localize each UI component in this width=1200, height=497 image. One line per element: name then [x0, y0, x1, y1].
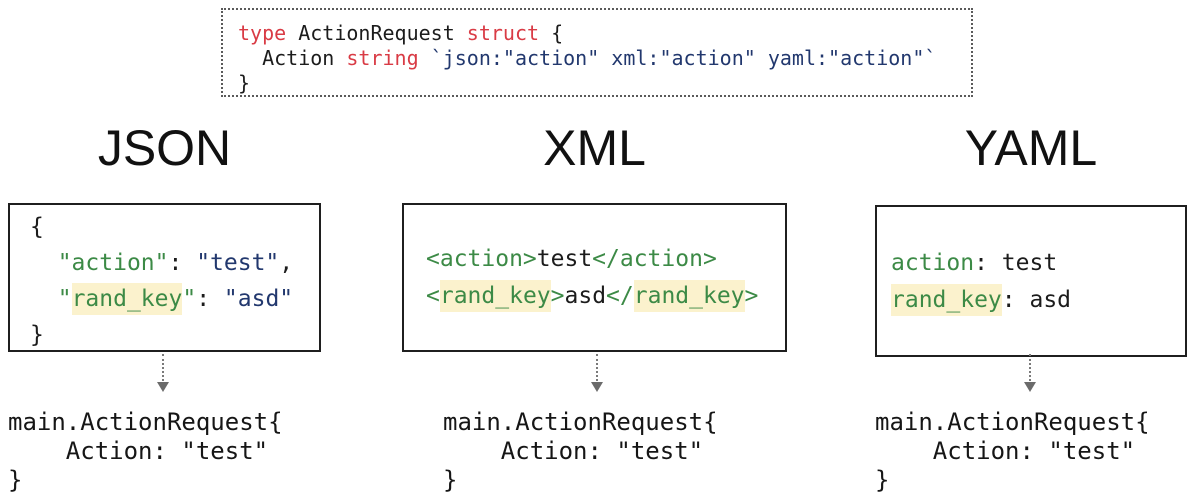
result-line: } — [875, 466, 890, 494]
arrow-head-icon — [157, 382, 169, 392]
token-colon: : — [168, 250, 197, 276]
code-line: <action>test</action> — [426, 241, 785, 278]
token-value-asd: : asd — [1001, 287, 1072, 313]
token-quote: " — [182, 286, 197, 312]
token-open-tag-action: <action> — [426, 246, 537, 272]
struct-definition-box: type ActionRequest struct { Action strin… — [221, 8, 973, 97]
xml-example-code: <action>test</action> <rand_key>asd</ran… — [404, 205, 785, 315]
token-key-action: "action" — [57, 250, 169, 276]
token-key-action: action — [891, 250, 975, 276]
token-quote: " — [57, 286, 72, 312]
json-example-code: { "action": "test", "rand_key": "asd" } — [10, 205, 319, 353]
column-heading-xml: XML — [543, 120, 646, 176]
code-line: "rand_key": "asd" — [30, 281, 319, 317]
arrow-dotted-line — [1029, 354, 1031, 381]
token-keyword-string: string — [346, 46, 419, 70]
token-indent — [30, 250, 58, 276]
token-open-brace: { — [30, 214, 44, 240]
yaml-to-result-arrow — [1024, 354, 1036, 394]
token-angle-bracket: > — [550, 283, 565, 309]
token-value-asd: asd — [564, 283, 607, 309]
token-close-brace: } — [238, 71, 251, 95]
token-value-asd: "asd" — [223, 286, 294, 312]
result-line: } — [443, 466, 458, 494]
code-line: rand_key: asd — [891, 282, 1185, 319]
token-struct-tag: `json:"action" xml:"action" yaml:"action… — [430, 46, 937, 70]
token-value-test: test — [536, 246, 593, 272]
token-highlighted-key-rand-key: rand_key — [633, 280, 745, 312]
token-close-tag-action: </action> — [592, 246, 717, 272]
code-line: } — [238, 71, 971, 96]
code-line: Action string `json:"action" xml:"action… — [238, 46, 971, 71]
arrow-dotted-line — [596, 354, 598, 381]
arrow-head-icon — [1024, 382, 1036, 392]
token-indent — [30, 286, 58, 312]
result-line: Action: "test" — [443, 437, 704, 465]
yaml-example-box: action: test rand_key: asd — [875, 205, 1187, 357]
token-close-angle-bracket: </ — [606, 283, 634, 309]
arrow-head-icon — [591, 382, 603, 392]
token-comma: , — [279, 250, 294, 276]
token-close-brace: } — [30, 322, 44, 348]
xml-unmarshal-result: main.ActionRequest{ Action: "test" } — [443, 408, 718, 495]
code-line: type ActionRequest struct { — [238, 21, 971, 46]
code-line: { — [30, 209, 319, 245]
code-line: } — [30, 317, 319, 353]
column-heading-yaml: YAML — [964, 120, 1098, 176]
json-example-box: { "action": "test", "rand_key": "asd" } — [8, 203, 321, 352]
yaml-unmarshal-result: main.ActionRequest{ Action: "test" } — [875, 408, 1150, 495]
token-highlighted-key-rand-key: rand_key — [439, 280, 551, 312]
token-struct-name: ActionRequest — [298, 21, 467, 45]
code-line: <rand_key>asd</rand_key> — [426, 278, 785, 315]
go-struct-code: type ActionRequest struct { Action strin… — [223, 10, 971, 96]
xml-to-result-arrow — [591, 354, 603, 394]
token-angle-bracket: < — [426, 283, 440, 309]
token-value-test: "test" — [196, 250, 280, 276]
token-angle-bracket: > — [744, 283, 759, 309]
token-open-brace: { — [539, 21, 564, 45]
token-keyword-struct: struct — [466, 21, 540, 45]
arrow-dotted-line — [162, 354, 164, 381]
token-space — [419, 46, 431, 70]
result-line: Action: "test" — [8, 437, 269, 465]
json-unmarshal-result: main.ActionRequest{ Action: "test" } — [8, 408, 283, 495]
result-line: main.ActionRequest{ — [875, 408, 1150, 436]
code-line: action: test — [891, 245, 1185, 282]
result-line: Action: "test" — [875, 437, 1136, 465]
token-value-test: : test — [974, 250, 1058, 276]
result-line: main.ActionRequest{ — [8, 408, 283, 436]
result-line: main.ActionRequest{ — [443, 408, 718, 436]
token-highlighted-key-rand-key: rand_key — [891, 284, 1002, 316]
xml-example-box: <action>test</action> <rand_key>asd</ran… — [402, 203, 787, 352]
token-highlighted-key-rand-key: rand_key — [71, 283, 183, 315]
column-heading-json: JSON — [97, 120, 232, 176]
token-keyword-type: type — [238, 21, 299, 45]
code-line: "action": "test", — [30, 245, 319, 281]
token-colon: : — [196, 286, 224, 312]
json-to-result-arrow — [157, 354, 169, 394]
token-field-name: Action — [238, 46, 347, 70]
yaml-example-code: action: test rand_key: asd — [877, 207, 1185, 319]
result-line: } — [8, 466, 23, 494]
